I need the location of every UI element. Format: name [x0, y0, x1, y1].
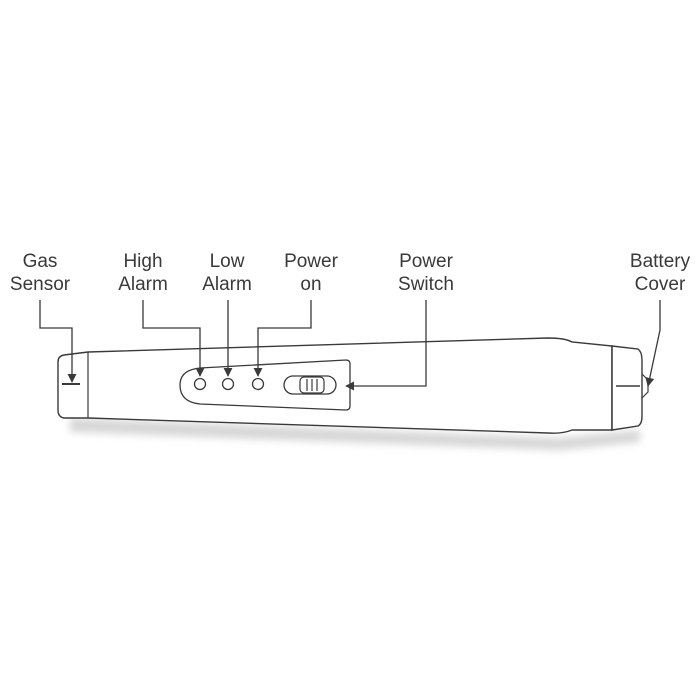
- battery-cover: [611, 345, 643, 431]
- label-gas-sensor: Gas Sensor: [9, 251, 71, 295]
- battery-cover-tip: [641, 373, 649, 399]
- low-alarm-led: [221, 377, 235, 391]
- high-alarm-led: [193, 377, 207, 391]
- device-shadow: [70, 418, 640, 450]
- label-power-on: Power on: [284, 251, 338, 295]
- leader-power-switch: [345, 300, 427, 391]
- label-low-alarm: Low Alarm: [202, 251, 252, 295]
- label-power-switch: Power Switch: [398, 251, 454, 295]
- label-high-alarm: High Alarm: [118, 251, 168, 295]
- control-panel: [179, 359, 351, 411]
- leader-gas-sensor: [39, 300, 77, 383]
- power-on-led: [251, 377, 265, 391]
- leader-high-alarm: [142, 300, 205, 377]
- leader-battery-cover: [645, 300, 661, 387]
- label-battery-cover: Battery Cover: [629, 251, 691, 295]
- leader-power-on: [253, 300, 312, 377]
